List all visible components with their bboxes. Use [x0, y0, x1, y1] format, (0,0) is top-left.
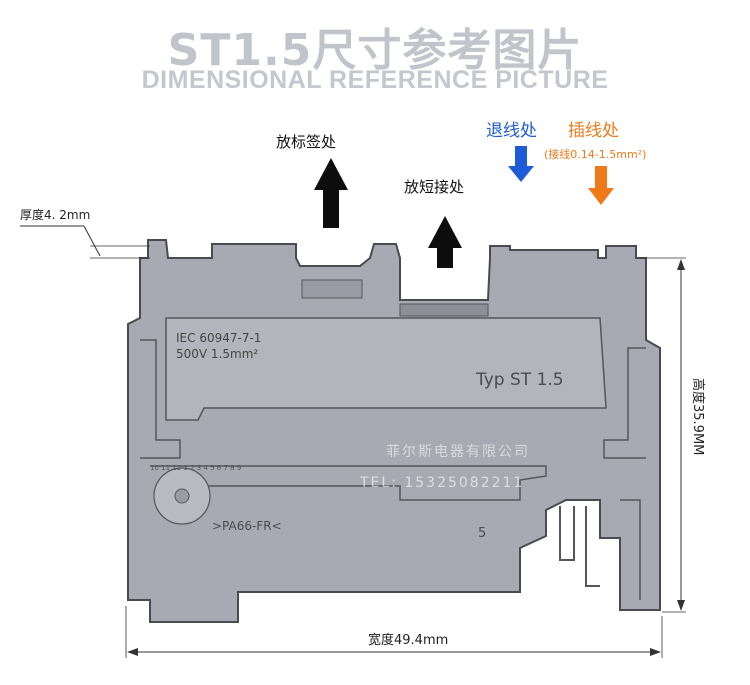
height-arrow-bottom — [677, 600, 685, 611]
arrow-up-icon — [428, 216, 462, 268]
width-arrow-right — [650, 648, 661, 656]
page-subtitle: DIMENSIONAL REFERENCE PICTURE — [141, 66, 609, 94]
callout-short-connector: 放短接处 — [404, 178, 464, 196]
marking-rating: 500V 1.5mm² — [176, 347, 258, 361]
arrow-down-icon — [508, 146, 534, 182]
marker-slot — [301, 279, 363, 299]
din-rail-clip — [620, 499, 641, 600]
callout-insert: 插线处 — [568, 121, 619, 141]
short-connector-slot — [399, 303, 489, 317]
watermark-phone: TEL: 15325082211 — [359, 475, 524, 491]
dimension-thickness: 厚度4. 2mm — [20, 207, 90, 222]
width-arrow-left — [127, 648, 138, 656]
din-rail-foot — [559, 506, 600, 587]
page-title: ST1.5尺寸参考图片 — [167, 25, 583, 76]
callout-label-marker: 放标签处 — [276, 133, 336, 151]
date-dial-center — [174, 488, 190, 504]
terminal-block — [127, 239, 661, 623]
thickness-leader-diag — [83, 225, 101, 257]
marking-material: >PA66-FR< — [212, 519, 282, 533]
right-clamp-detail — [603, 347, 646, 459]
label-face — [165, 317, 607, 421]
marking-number: 5 — [478, 526, 486, 541]
dimension-width: 宽度49.4mm — [368, 632, 448, 648]
date-dial-digits: 10 11 12 1 2 3 4 5 6 7 8 9 — [150, 464, 241, 472]
watermark-company: 菲尔斯电器有限公司 — [386, 444, 530, 460]
height-arrow-top — [677, 259, 685, 270]
arrow-up-icon — [314, 158, 348, 228]
callout-release: 退线处 — [486, 121, 537, 141]
terminal-block-outline — [127, 239, 661, 623]
dimension-height: 高度35.9MM — [690, 378, 706, 455]
callout-insert-spec: (接线0.14-1.5mm²) — [544, 147, 646, 161]
marking-type: Typ ST 1.5 — [475, 370, 564, 390]
marking-standard: IEC 60947-7-1 — [176, 331, 261, 345]
arrow-down-icon — [588, 166, 614, 205]
left-clamp-detail — [140, 339, 181, 459]
lower-body-line — [150, 465, 547, 501]
